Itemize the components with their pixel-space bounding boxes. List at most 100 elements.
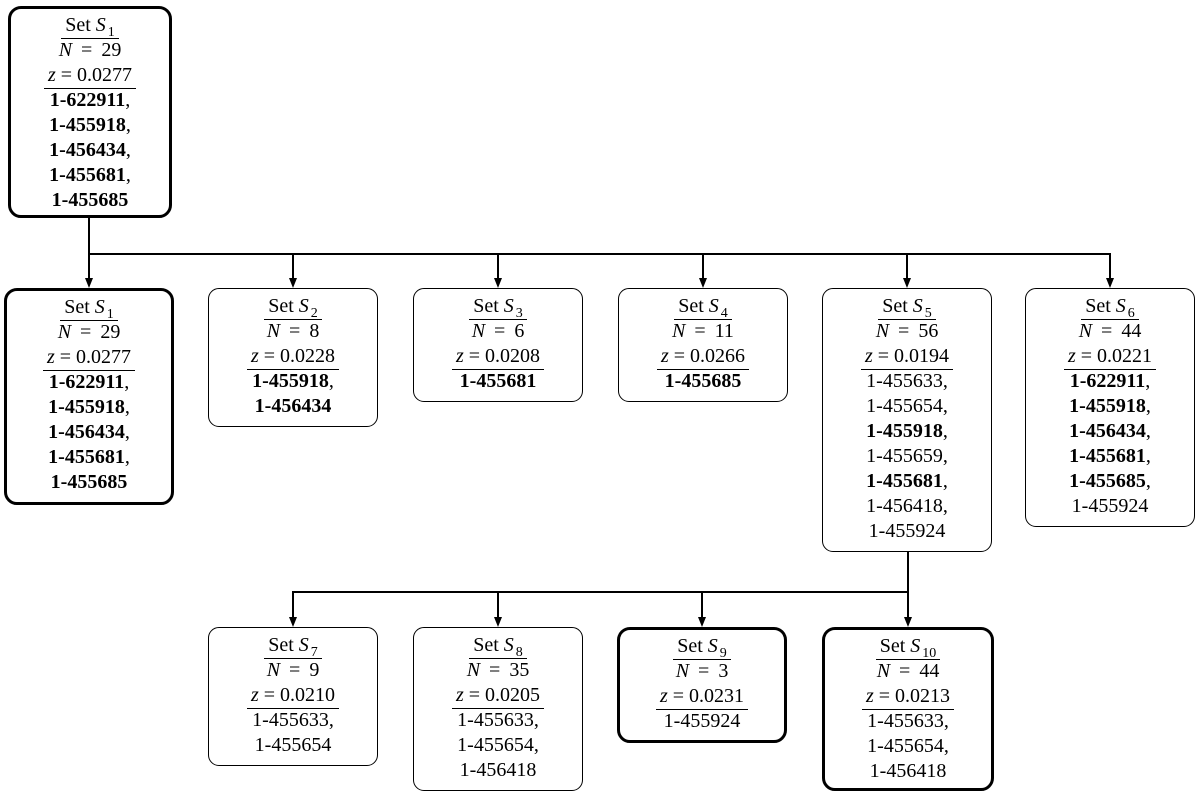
count-line: N=6 bbox=[414, 319, 582, 344]
set-symbol: S bbox=[912, 295, 923, 317]
z-symbol: z bbox=[1067, 345, 1076, 367]
set-symbol: S bbox=[503, 634, 514, 656]
redshift-line: z=0.0194 bbox=[823, 344, 991, 370]
item-separator: , bbox=[125, 114, 131, 136]
set-index: 10 bbox=[922, 646, 937, 661]
item-row: 1-455654, bbox=[823, 394, 991, 419]
z-symbol: z bbox=[250, 345, 259, 367]
item-separator: , bbox=[942, 370, 948, 392]
item-separator: , bbox=[124, 446, 130, 468]
item-id: 1-622911 bbox=[1069, 370, 1146, 392]
arrowhead-icon bbox=[903, 278, 911, 288]
redshift-line: z=0.0213 bbox=[825, 684, 991, 710]
item-id: 1-455681 bbox=[866, 470, 943, 492]
item-row: 1-456434, bbox=[1026, 419, 1194, 444]
equals-sign: = bbox=[263, 684, 276, 706]
item-row: 1-455633, bbox=[414, 708, 582, 733]
script-n-symbol: N bbox=[266, 320, 281, 342]
count-value: 56 bbox=[918, 320, 939, 342]
item-id: 1-455924 bbox=[1071, 495, 1149, 517]
arrowhead-icon bbox=[1106, 278, 1114, 288]
item-id: 1-455654 bbox=[457, 734, 534, 756]
redshift-value: 0.0194 bbox=[894, 345, 950, 367]
item-id: 1-455918 bbox=[48, 396, 125, 418]
equals-sign: = bbox=[1101, 320, 1113, 342]
item-id: 1-455685 bbox=[50, 471, 128, 493]
item-id: 1-456434 bbox=[254, 395, 332, 417]
equals-sign: = bbox=[289, 659, 301, 681]
connector-drop bbox=[497, 254, 499, 278]
set-index: 3 bbox=[515, 306, 523, 321]
equals-sign: = bbox=[59, 346, 72, 368]
item-id: 1-455659 bbox=[866, 445, 943, 467]
equals-sign: = bbox=[877, 345, 890, 367]
connector-drop bbox=[497, 592, 499, 617]
set-index: 7 bbox=[310, 645, 318, 660]
equals-sign: = bbox=[60, 64, 73, 86]
set-index: 1 bbox=[106, 307, 114, 322]
item-id: 1-456434 bbox=[1069, 420, 1146, 442]
item-separator: , bbox=[533, 734, 539, 756]
count-line: N=44 bbox=[1026, 319, 1194, 344]
equals-sign: = bbox=[672, 685, 685, 707]
equals-sign: = bbox=[698, 660, 710, 682]
item-row: 1-455918, bbox=[1026, 394, 1194, 419]
item-row: 1-456434 bbox=[209, 394, 377, 419]
item-id: 1-455924 bbox=[663, 710, 741, 732]
set-title-prefix: Set bbox=[882, 295, 908, 317]
item-separator: , bbox=[1145, 420, 1151, 442]
redshift-value: 0.0208 bbox=[485, 345, 541, 367]
set-symbol: S bbox=[94, 296, 105, 318]
item-id: 1-455654 bbox=[254, 734, 332, 756]
item-id: 1-455685 bbox=[1069, 470, 1146, 492]
item-separator: , bbox=[125, 139, 131, 161]
set-title-prefix: Set bbox=[65, 14, 91, 36]
arrowhead-icon bbox=[85, 278, 93, 288]
redshift-value: 0.0266 bbox=[690, 345, 746, 367]
item-id: 1-455685 bbox=[51, 189, 129, 211]
script-n-symbol: N bbox=[876, 660, 891, 682]
item-row: 1-455681, bbox=[1026, 444, 1194, 469]
equals-sign: = bbox=[468, 345, 481, 367]
item-separator: , bbox=[943, 735, 949, 757]
redshift-line: z=0.0277 bbox=[7, 345, 171, 371]
item-id: 1-456434 bbox=[48, 421, 125, 443]
item-row: 1-455654, bbox=[414, 733, 582, 758]
item-separator: , bbox=[124, 396, 130, 418]
count-value: 35 bbox=[509, 659, 530, 681]
set-title-prefix: Set bbox=[268, 634, 294, 656]
redshift-line: z=0.0208 bbox=[414, 344, 582, 370]
z-symbol: z bbox=[455, 684, 464, 706]
item-row: 1-455633, bbox=[209, 708, 377, 733]
item-id: 1-455924 bbox=[868, 520, 946, 542]
redshift-line: z=0.0228 bbox=[209, 344, 377, 370]
redshift-value: 0.0228 bbox=[280, 345, 336, 367]
redshift-value: 0.0213 bbox=[895, 685, 951, 707]
set-title-prefix: Set bbox=[677, 635, 703, 657]
item-row: 1-455685 bbox=[619, 369, 787, 394]
set-title-prefix: Set bbox=[473, 295, 499, 317]
count-line: N=35 bbox=[414, 658, 582, 683]
count-line: N=44 bbox=[825, 659, 991, 684]
connector-drop bbox=[88, 254, 90, 278]
set-symbol: S bbox=[910, 635, 921, 657]
item-row: 1-622911, bbox=[1026, 369, 1194, 394]
set-index: 6 bbox=[1127, 306, 1135, 321]
equals-sign: = bbox=[289, 320, 301, 342]
item-separator: , bbox=[124, 371, 130, 393]
item-id: 1-622911 bbox=[48, 371, 125, 393]
redshift-value: 0.0205 bbox=[485, 684, 541, 706]
arrowhead-icon bbox=[698, 617, 706, 627]
script-n-symbol: N bbox=[471, 320, 486, 342]
script-n-symbol: N bbox=[266, 659, 281, 681]
count-value: 44 bbox=[1121, 320, 1142, 342]
